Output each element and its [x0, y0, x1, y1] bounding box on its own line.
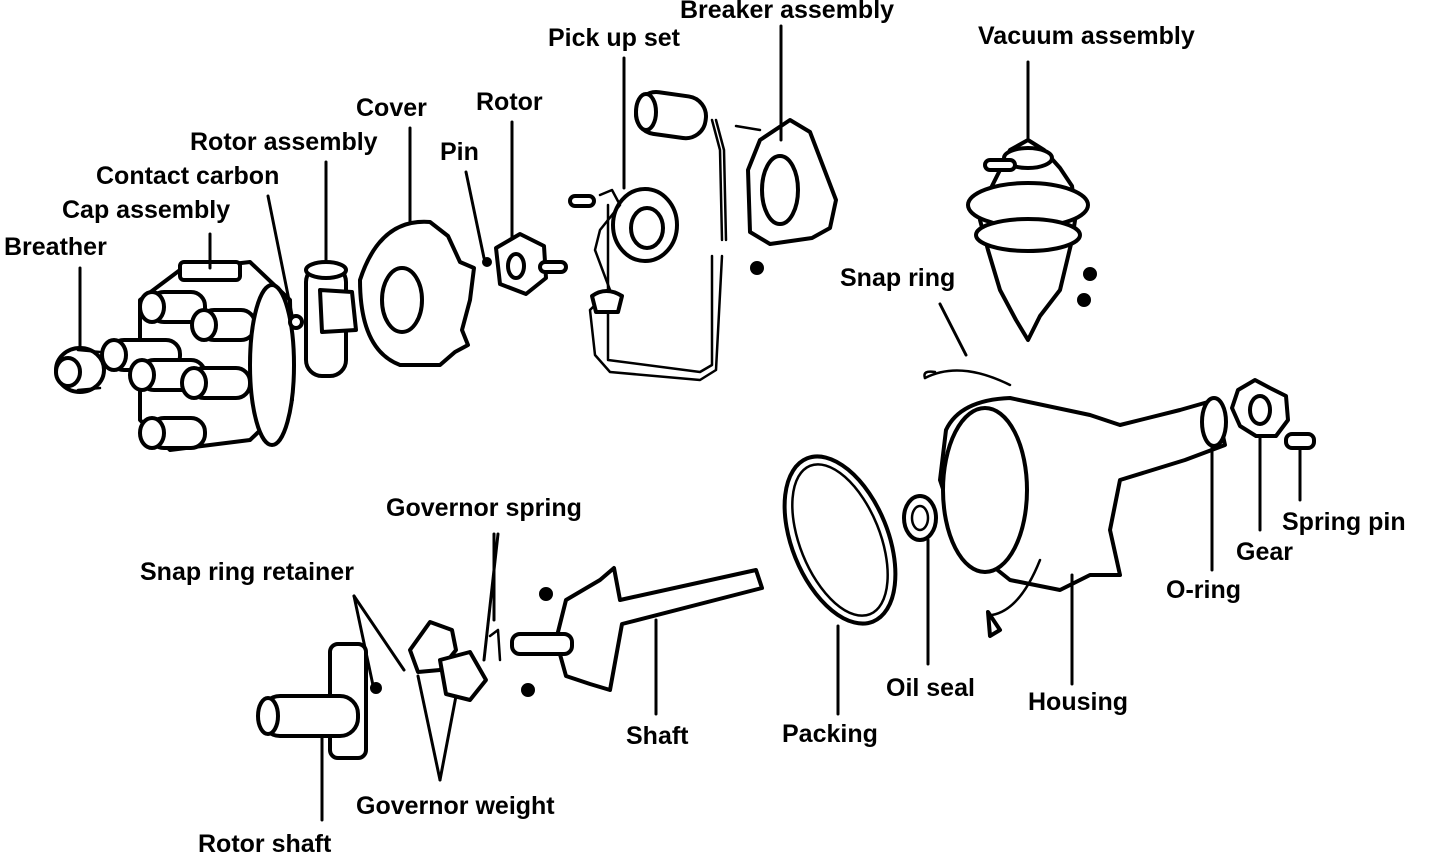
- label-rotor: Rotor: [476, 88, 543, 116]
- breather-part: [54, 346, 106, 394]
- pin-part: [482, 257, 492, 267]
- rotor-shaft-part: [256, 642, 382, 760]
- label-housing: Housing: [1028, 688, 1128, 716]
- gear-part: [1230, 378, 1290, 438]
- shaft-part: [510, 566, 764, 697]
- pick-up-set-part: [568, 90, 728, 382]
- label-snap-ring-retainer: Snap ring retainer: [140, 558, 354, 586]
- label-snap-ring: Snap ring: [840, 264, 955, 292]
- label-o-ring: O-ring: [1166, 576, 1241, 604]
- label-cap-assembly: Cap assembly: [62, 196, 230, 224]
- rotor-part: [494, 232, 568, 296]
- label-packing: Packing: [782, 720, 878, 748]
- label-rotor-assembly: Rotor assembly: [190, 128, 378, 156]
- label-shaft: Shaft: [626, 722, 689, 750]
- packing-part: [782, 454, 898, 626]
- snap-ring-part: [923, 369, 1012, 387]
- contact-carbon-part: [288, 314, 304, 330]
- label-vacuum-assembly: Vacuum assembly: [978, 22, 1195, 50]
- label-breaker-assembly: Breaker assembly: [680, 0, 894, 24]
- label-gear: Gear: [1236, 538, 1293, 566]
- vacuum-assembly-part: [966, 138, 1097, 342]
- cap-assembly-part: [100, 260, 296, 452]
- label-contact-carbon: Contact carbon: [96, 162, 279, 190]
- label-cover: Cover: [356, 94, 427, 122]
- label-rotor-shaft: Rotor shaft: [198, 830, 332, 856]
- label-breather: Breather: [4, 233, 107, 261]
- governor-weight-part: [408, 620, 502, 702]
- housing-part: [938, 396, 1228, 638]
- label-spring-pin: Spring pin: [1282, 508, 1406, 536]
- label-governor-weight: Governor weight: [356, 792, 555, 820]
- label-governor-spring: Governor spring: [386, 494, 582, 522]
- label-pin: Pin: [440, 138, 479, 166]
- rotor-assembly-part: [304, 260, 358, 378]
- cover-part: [358, 219, 476, 367]
- label-pick-up-set: Pick up set: [548, 24, 681, 52]
- label-oil-seal: Oil seal: [886, 674, 975, 702]
- leader-lines: [78, 24, 1302, 822]
- oil-seal-part: [902, 494, 938, 542]
- spring-pin-part: [1284, 432, 1316, 450]
- breaker-assembly-part: [734, 118, 838, 275]
